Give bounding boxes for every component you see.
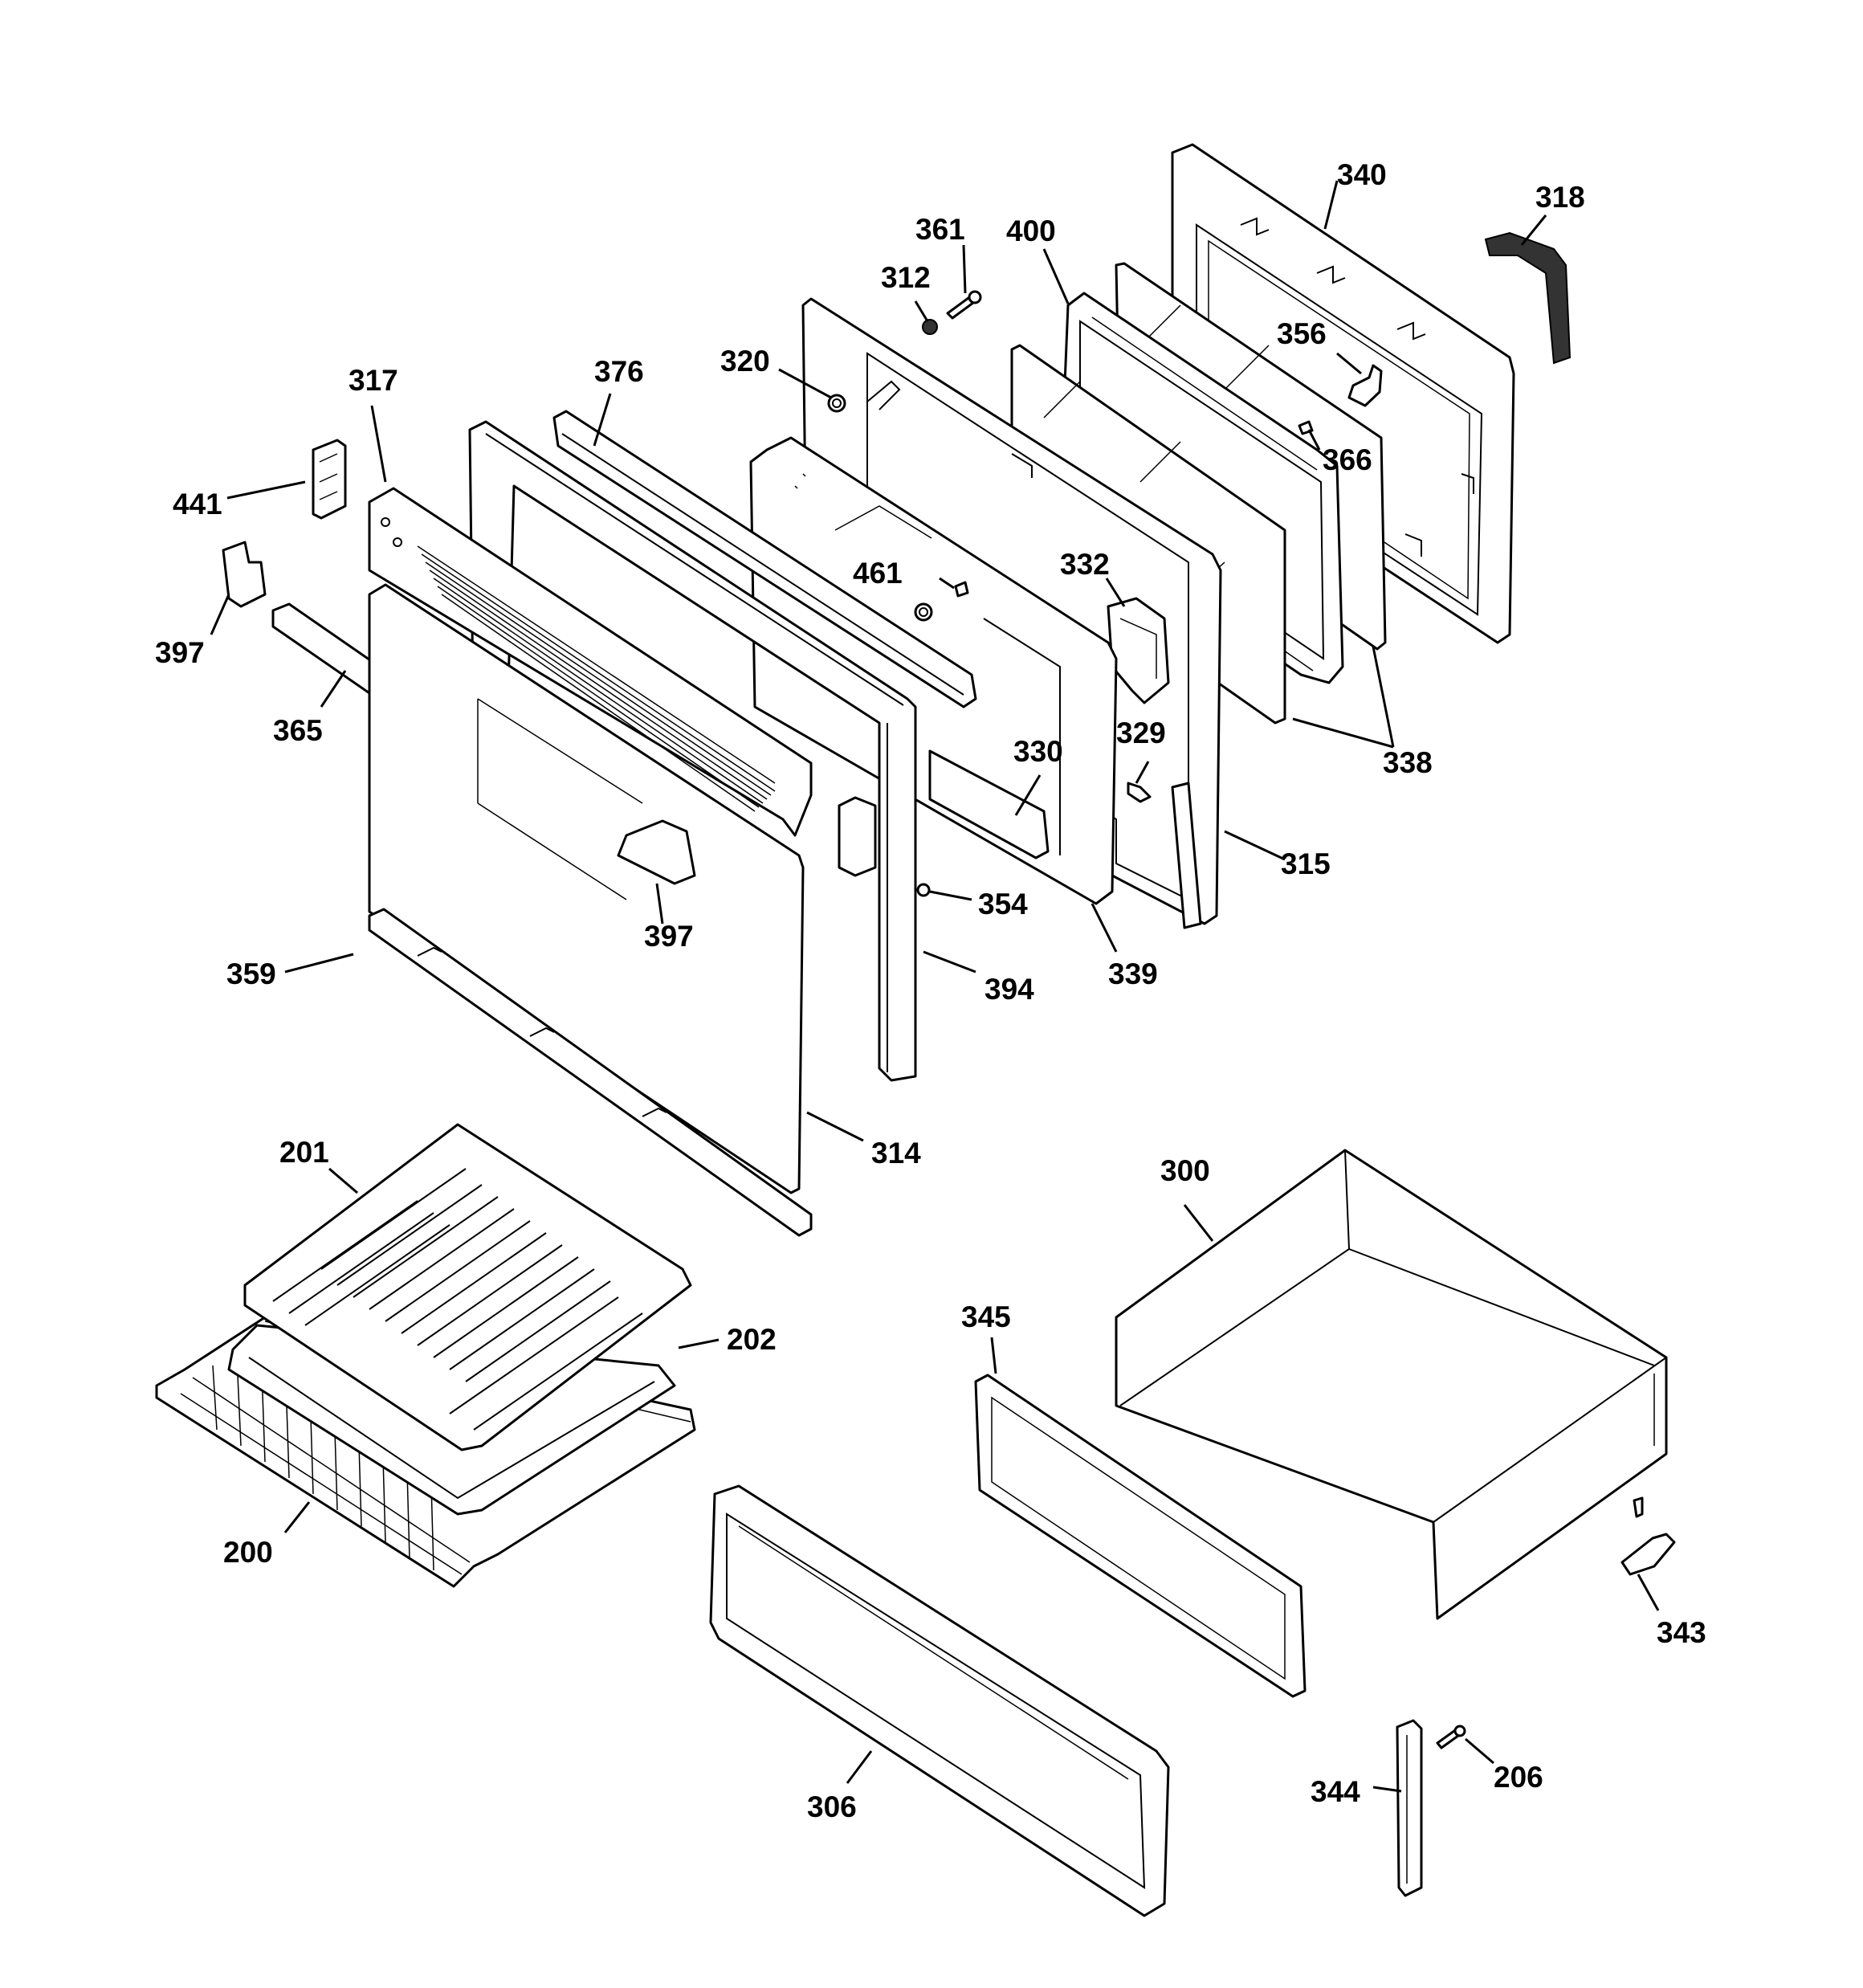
callout-361: 361 [915, 213, 965, 246]
callout-201: 201 [279, 1136, 329, 1169]
part-361-screw [946, 290, 982, 320]
callout-312: 312 [881, 261, 931, 294]
part-441-bracket [312, 439, 347, 520]
part-376-channel [552, 410, 977, 708]
callout-376: 376 [594, 355, 644, 388]
part-318-gasket [1484, 231, 1572, 365]
part-320-spacer [827, 394, 933, 622]
callout-400: 400 [1006, 214, 1056, 247]
leader-lines [210, 180, 1660, 1793]
part-201-broiler-grid [243, 1123, 692, 1451]
part-397-handle-end [617, 819, 696, 885]
callout-315: 315 [1281, 847, 1331, 880]
part-317-panel-top [368, 487, 813, 837]
callout-345: 345 [961, 1300, 1011, 1333]
callout-397-lower: 397 [644, 920, 694, 953]
callout-441: 441 [173, 488, 222, 520]
callout-306: 306 [807, 1790, 857, 1823]
part-354-screw [916, 883, 931, 897]
callout-300: 300 [1160, 1154, 1210, 1187]
callout-366: 366 [1323, 443, 1372, 476]
callout-343: 343 [1657, 1616, 1706, 1649]
callout-332: 332 [1060, 548, 1110, 581]
callout-labels: 340 318 361 400 312 356 320 317 376 366 … [155, 158, 1706, 1823]
callout-330: 330 [1013, 735, 1063, 768]
part-312-nut [922, 319, 938, 335]
callout-344: 344 [1311, 1775, 1360, 1808]
callout-317: 317 [349, 364, 398, 397]
part-343-drawer-stop [1620, 1533, 1676, 1576]
part-306-drawer-front [709, 1484, 1170, 1917]
part-206-screw [1436, 1725, 1466, 1749]
callout-340: 340 [1337, 158, 1387, 191]
part-343-screw [1633, 1496, 1644, 1518]
callout-394: 394 [984, 973, 1034, 1006]
callout-206: 206 [1494, 1761, 1543, 1794]
callout-359: 359 [226, 957, 276, 990]
callout-200: 200 [223, 1536, 273, 1569]
part-359-bottom-trim [368, 908, 813, 1237]
callout-356: 356 [1277, 317, 1327, 350]
callout-339: 339 [1108, 957, 1158, 990]
part-345-drawer-front-inner [974, 1374, 1307, 1698]
callout-202: 202 [727, 1323, 777, 1356]
callout-318: 318 [1535, 181, 1585, 214]
part-329-screw [1127, 782, 1152, 803]
callout-397-upper: 397 [155, 636, 205, 669]
callout-314: 314 [871, 1137, 921, 1170]
callout-461: 461 [853, 557, 903, 590]
part-397-clip-upper [222, 541, 267, 608]
part-356-clip [1347, 364, 1383, 407]
part-300-drawer-body [1115, 1149, 1668, 1620]
part-344-drawer-bracket [1396, 1719, 1423, 1897]
callout-365: 365 [273, 714, 323, 747]
part-461-screw [954, 581, 969, 598]
callout-354: 354 [978, 888, 1028, 921]
callout-329: 329 [1116, 716, 1166, 749]
callout-338: 338 [1383, 746, 1433, 779]
part-394-side-trim [838, 796, 877, 877]
callout-320: 320 [720, 345, 770, 378]
